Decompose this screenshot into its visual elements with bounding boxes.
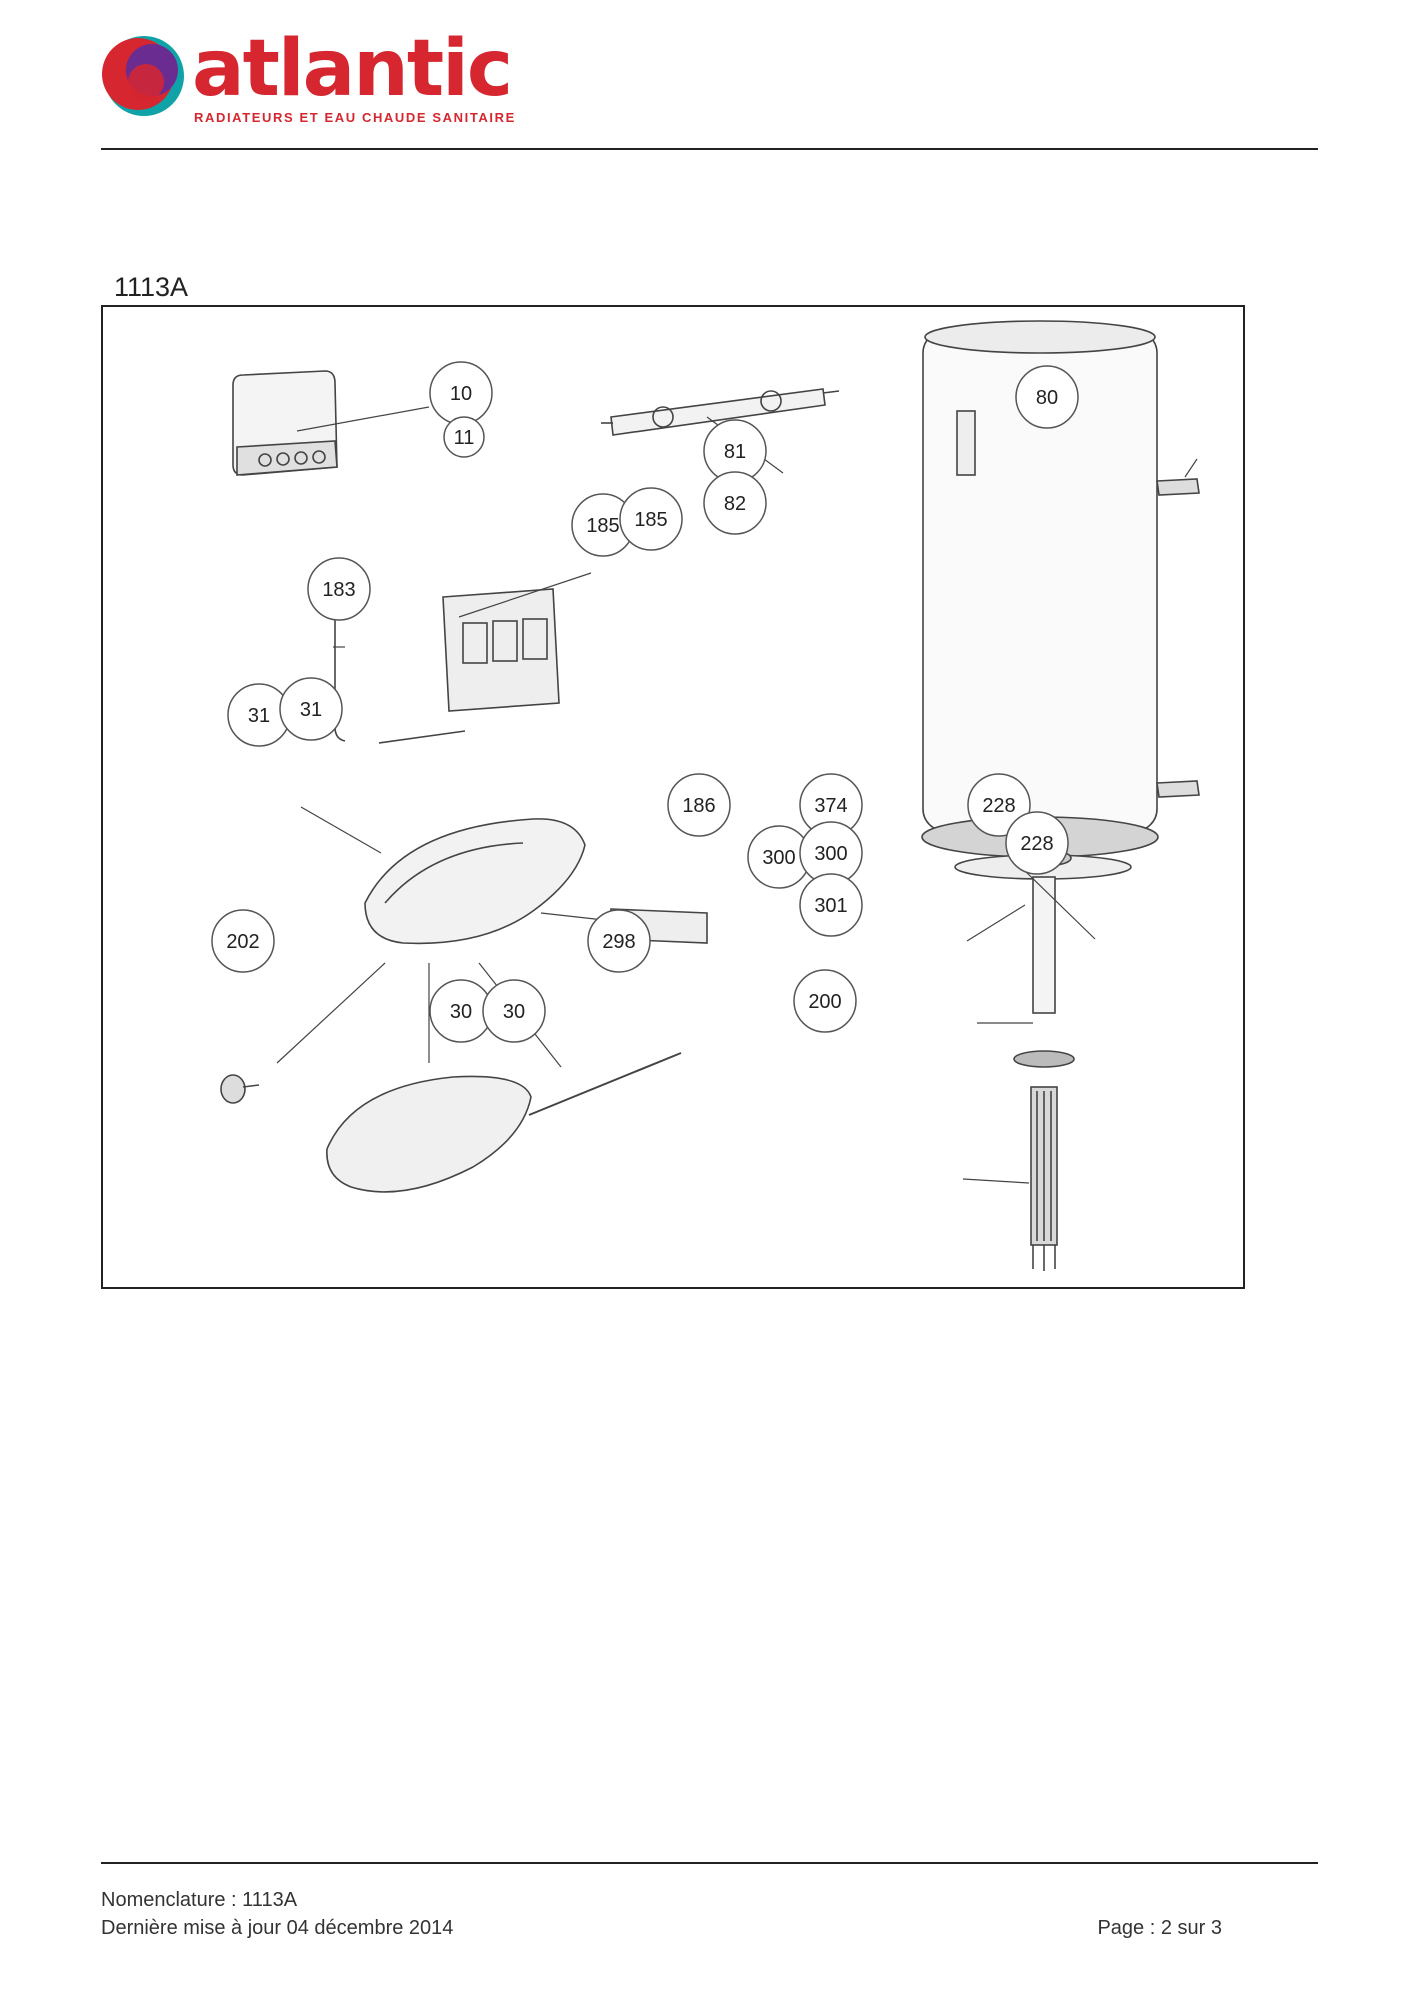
wall-bracket-drawing bbox=[601, 388, 840, 436]
callout-bubble bbox=[443, 416, 485, 458]
callout-label: 31 bbox=[248, 705, 270, 727]
callout-228: 228 bbox=[1005, 811, 1069, 875]
callout-label: 30 bbox=[503, 1001, 525, 1023]
callout-label: 374 bbox=[814, 795, 847, 817]
callout-label: 202 bbox=[226, 931, 259, 953]
footer-updated: Dernière mise à jour 04 décembre 2014 bbox=[101, 1917, 454, 1939]
callout-label: 298 bbox=[602, 931, 635, 953]
callout-300: 300 bbox=[799, 821, 863, 885]
logo-tagline: RADIATEURS ET EAU CHAUDE SANITAIRE bbox=[194, 110, 516, 125]
callout-label: 228 bbox=[1020, 833, 1053, 855]
callout-bubble bbox=[482, 979, 546, 1043]
callout-30: 30 bbox=[429, 979, 493, 1043]
callout-label: 81 bbox=[724, 441, 746, 463]
callout-bubble bbox=[1005, 811, 1069, 875]
callout-label: 186 bbox=[682, 795, 715, 817]
cover-drawing bbox=[326, 1075, 532, 1193]
callout-82: 82 bbox=[703, 471, 767, 535]
callout-30: 30 bbox=[482, 979, 546, 1043]
callout-228: 228 bbox=[967, 773, 1031, 837]
callout-label: 10 bbox=[450, 383, 472, 405]
callout-10: 10 bbox=[429, 361, 493, 425]
callout-bubble bbox=[279, 677, 343, 741]
callout-300: 300 bbox=[747, 825, 811, 889]
footer-nomenclature: Nomenclature : 1113A bbox=[101, 1889, 298, 1911]
control-panel-drawing bbox=[232, 370, 338, 476]
housing-drawing bbox=[364, 818, 586, 945]
callout-bubble bbox=[799, 873, 863, 937]
callout-bubble bbox=[667, 773, 731, 837]
logo-mark-icon bbox=[102, 36, 184, 116]
callout-200: 200 bbox=[793, 969, 857, 1033]
callout-label: 82 bbox=[724, 493, 746, 515]
callout-31: 31 bbox=[279, 677, 343, 741]
callout-bubble bbox=[587, 909, 651, 973]
callout-bubble bbox=[967, 773, 1031, 837]
callout-label: 301 bbox=[814, 895, 847, 917]
callout-label: 31 bbox=[300, 699, 322, 721]
callout-label: 80 bbox=[1036, 387, 1058, 409]
knob-drawing bbox=[220, 1074, 260, 1104]
callout-bubble bbox=[619, 487, 683, 551]
footer-page-number: Page : 2 sur 3 bbox=[1097, 1917, 1222, 1939]
callout-185: 185 bbox=[571, 493, 635, 557]
thermostat-drawing bbox=[334, 588, 560, 744]
callout-label: 300 bbox=[762, 847, 795, 869]
callout-label: 30 bbox=[450, 1001, 472, 1023]
callout-185: 185 bbox=[619, 487, 683, 551]
callout-label: 11 bbox=[454, 427, 475, 449]
callout-bubble bbox=[211, 909, 275, 973]
callout-bubble bbox=[307, 557, 371, 621]
callout-label: 183 bbox=[322, 579, 355, 601]
callout-301: 301 bbox=[799, 873, 863, 937]
callout-label: 185 bbox=[634, 509, 667, 531]
callout-label: 300 bbox=[814, 843, 847, 865]
callout-label: 200 bbox=[808, 991, 841, 1013]
callout-80: 80 bbox=[1015, 365, 1079, 429]
callout-bubble bbox=[703, 471, 767, 535]
callout-81: 81 bbox=[703, 419, 767, 483]
document-reference: 1113A bbox=[114, 272, 189, 302]
callout-186: 186 bbox=[667, 773, 731, 837]
callout-11: 11 bbox=[443, 416, 485, 458]
callout-bubble bbox=[793, 969, 857, 1033]
footer-rule bbox=[101, 1862, 1318, 1864]
atlantic-logo: atlantic RADIATEURS ET EAU CHAUDE SANITA… bbox=[100, 30, 520, 130]
heating-element-drawing bbox=[1013, 876, 1075, 1271]
callout-label: 228 bbox=[982, 795, 1015, 817]
header-rule bbox=[101, 148, 1318, 150]
logo-wordmark: atlantic bbox=[192, 24, 513, 114]
callout-183: 183 bbox=[307, 557, 371, 621]
callout-bubble bbox=[1015, 365, 1079, 429]
cable-drawing bbox=[528, 1052, 682, 1116]
callout-298: 298 bbox=[587, 909, 651, 973]
callout-label: 185 bbox=[586, 515, 619, 537]
callout-202: 202 bbox=[211, 909, 275, 973]
